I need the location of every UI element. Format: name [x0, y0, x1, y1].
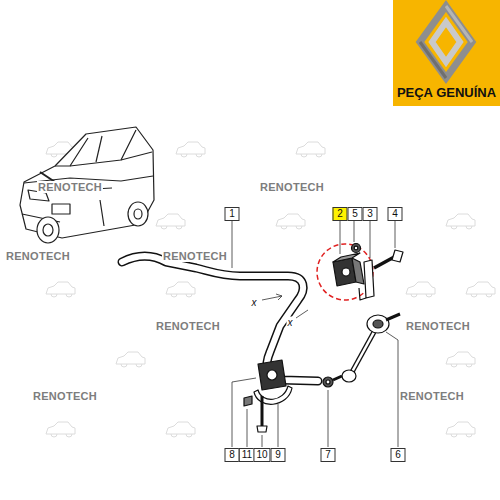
watermark-car	[176, 142, 205, 157]
watermark-car	[466, 282, 495, 297]
watermark: RENOTECH	[405, 320, 471, 332]
watermark-car	[166, 282, 195, 297]
link-rod	[323, 314, 400, 387]
watermark-car	[156, 214, 185, 229]
section-mark: x	[251, 297, 258, 308]
banner-text: PEÇA GENUÍNA	[397, 85, 496, 106]
watermark: RENOTECH	[399, 390, 465, 402]
watermark-car	[116, 352, 145, 367]
watermark: RENOTECH	[37, 181, 103, 193]
watermark: RENOTECH	[155, 320, 221, 332]
brand-logo	[420, 6, 472, 78]
leader-lines	[232, 221, 398, 447]
watermark-car	[296, 142, 325, 157]
bushing-assembly	[317, 244, 403, 301]
clamp-assembly	[244, 360, 292, 432]
callout-number: 9	[271, 448, 286, 462]
watermark: RENOTECH	[5, 250, 71, 262]
stabilizer-bar	[122, 256, 318, 381]
car-sketch	[20, 127, 154, 243]
section-mark: x	[287, 317, 294, 328]
callout-number: 7	[321, 448, 336, 462]
callout-number: 10	[253, 448, 270, 462]
callout-number: 5	[348, 207, 363, 221]
banner-ground	[393, 0, 500, 106]
watermark-car	[46, 282, 75, 297]
banner-box: PEÇA GENUÍNA	[393, 0, 500, 106]
watermark-car	[276, 214, 305, 229]
callout-number: 3	[363, 207, 378, 221]
watermark-car	[446, 422, 475, 437]
watermark: RENOTECH	[162, 250, 228, 262]
watermark-car	[406, 282, 435, 297]
watermark-car	[446, 352, 475, 367]
watermark-car	[446, 214, 475, 229]
watermark-car	[166, 422, 195, 437]
watermark: RENOTECH	[32, 390, 98, 402]
callout-number: 1	[225, 207, 240, 221]
callout-number: 2	[333, 207, 348, 221]
watermark: RENOTECH	[259, 181, 325, 193]
callout-number: 6	[391, 448, 406, 462]
watermark-car	[46, 422, 75, 437]
callout-number: 4	[388, 207, 403, 221]
callout-number: 8	[225, 448, 240, 462]
